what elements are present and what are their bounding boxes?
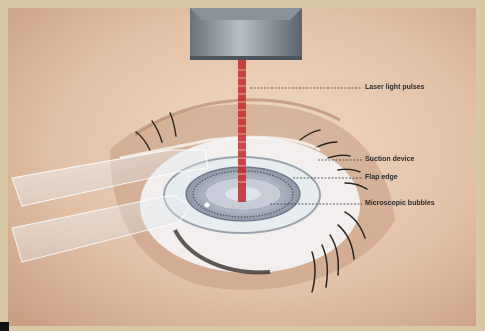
reflection-dot: [205, 203, 210, 208]
label-laser-light-pulses: Laser light pulses: [365, 84, 425, 91]
laser-device-edge: [190, 56, 302, 60]
corner-mark: [0, 322, 9, 331]
laser-beam: [238, 60, 246, 202]
label-flap-edge: Flap edge: [365, 174, 398, 181]
laser-device-facet: [190, 8, 302, 20]
label-suction-device: Suction device: [365, 156, 414, 163]
label-microscopic-bubbles: Microscopic bubbles: [365, 200, 435, 207]
